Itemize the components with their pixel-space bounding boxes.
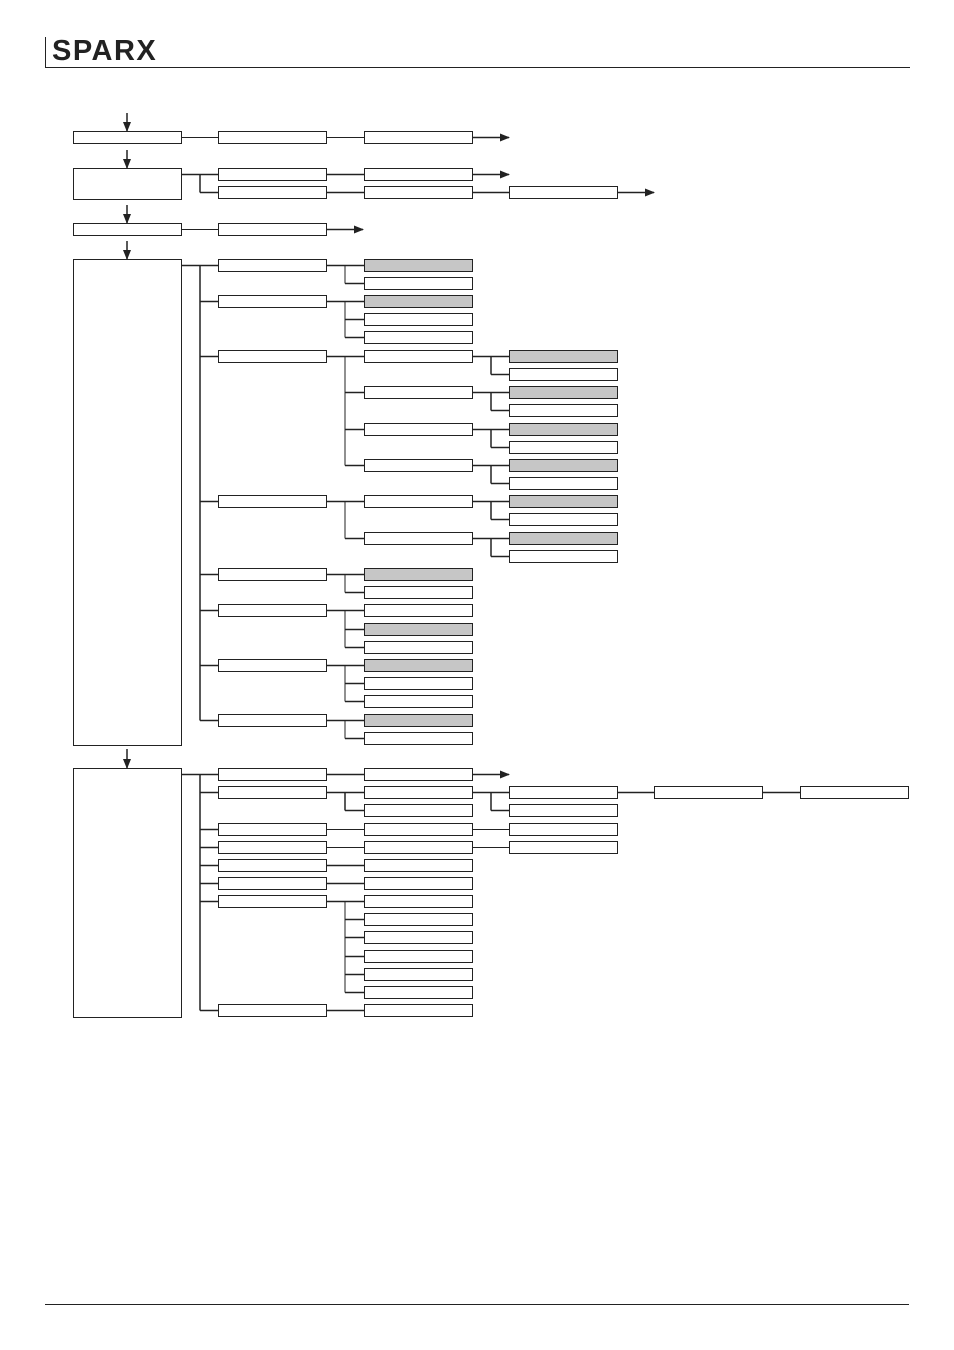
menu-box xyxy=(218,659,327,672)
menu-box xyxy=(218,841,327,854)
menu-box xyxy=(218,495,327,508)
menu-box xyxy=(364,423,473,436)
menu-box xyxy=(218,223,327,236)
header-rule xyxy=(45,67,910,68)
menu-box xyxy=(364,732,473,745)
menu-box xyxy=(509,404,618,417)
menu-box xyxy=(364,168,473,181)
menu-box-shaded xyxy=(364,295,473,308)
menu-box xyxy=(364,913,473,926)
menu-box xyxy=(218,168,327,181)
menu-box xyxy=(509,513,618,526)
menu-box xyxy=(364,895,473,908)
connector-lines xyxy=(123,113,800,1012)
menu-box xyxy=(364,313,473,326)
menu-box xyxy=(218,568,327,581)
menu-box xyxy=(364,386,473,399)
menu-box xyxy=(509,786,618,799)
menu-box xyxy=(654,786,763,799)
menu-box-shaded xyxy=(509,350,618,363)
menu-box-shaded xyxy=(364,568,473,581)
menu-box xyxy=(364,495,473,508)
menu-box xyxy=(509,823,618,836)
menu-box xyxy=(364,768,473,781)
menu-box xyxy=(218,768,327,781)
menu-box xyxy=(364,804,473,817)
menu-box xyxy=(364,331,473,344)
menu-boxes xyxy=(73,131,909,1018)
menu-box xyxy=(509,441,618,454)
menu-box xyxy=(218,604,327,617)
menu-box-shaded xyxy=(509,386,618,399)
menu-box xyxy=(364,532,473,545)
menu-box xyxy=(364,786,473,799)
footer-rule xyxy=(45,1304,909,1305)
menu-box xyxy=(509,186,618,199)
menu-box xyxy=(364,859,473,872)
menu-box xyxy=(364,677,473,690)
menu-box xyxy=(364,931,473,944)
menu-box-shaded xyxy=(509,423,618,436)
menu-box xyxy=(218,259,327,272)
menu-box xyxy=(218,131,327,144)
sparx-logo: SPARX xyxy=(52,35,157,67)
header-tick xyxy=(45,37,46,68)
menu-box-shaded xyxy=(364,623,473,636)
menu-box xyxy=(218,186,327,199)
menu-box-shaded xyxy=(509,495,618,508)
menu-box xyxy=(364,1004,473,1017)
menu-box xyxy=(364,131,473,144)
menu-box xyxy=(73,131,182,144)
menu-box xyxy=(364,586,473,599)
menu-box-shaded xyxy=(364,714,473,727)
menu-box-shaded xyxy=(364,659,473,672)
menu-box-shaded xyxy=(364,259,473,272)
menu-box xyxy=(800,786,909,799)
menu-box xyxy=(364,986,473,999)
menu-box-shaded xyxy=(509,459,618,472)
menu-box xyxy=(218,859,327,872)
menu-box xyxy=(364,459,473,472)
menu-box xyxy=(218,714,327,727)
menu-box xyxy=(364,950,473,963)
menu-box xyxy=(364,695,473,708)
menu-box xyxy=(364,641,473,654)
menu-box-shaded xyxy=(509,532,618,545)
menu-box xyxy=(509,477,618,490)
menu-box xyxy=(73,259,182,746)
menu-box xyxy=(364,877,473,890)
menu-box xyxy=(364,604,473,617)
menu-box xyxy=(73,223,182,236)
menu-box xyxy=(218,895,327,908)
menu-box xyxy=(218,823,327,836)
menu-box xyxy=(364,350,473,363)
menu-box xyxy=(73,168,182,200)
menu-box xyxy=(509,550,618,563)
menu-box xyxy=(218,877,327,890)
menu-box xyxy=(73,768,182,1018)
menu-box xyxy=(364,968,473,981)
menu-box xyxy=(364,186,473,199)
menu-box xyxy=(509,841,618,854)
menu-box xyxy=(218,786,327,799)
menu-box xyxy=(218,1004,327,1017)
menu-box xyxy=(364,823,473,836)
menu-box xyxy=(364,277,473,290)
menu-box xyxy=(218,350,327,363)
logo-text: SPARX xyxy=(52,35,157,67)
menu-box xyxy=(509,368,618,381)
menu-box xyxy=(364,841,473,854)
menu-box xyxy=(509,804,618,817)
menu-box xyxy=(218,295,327,308)
